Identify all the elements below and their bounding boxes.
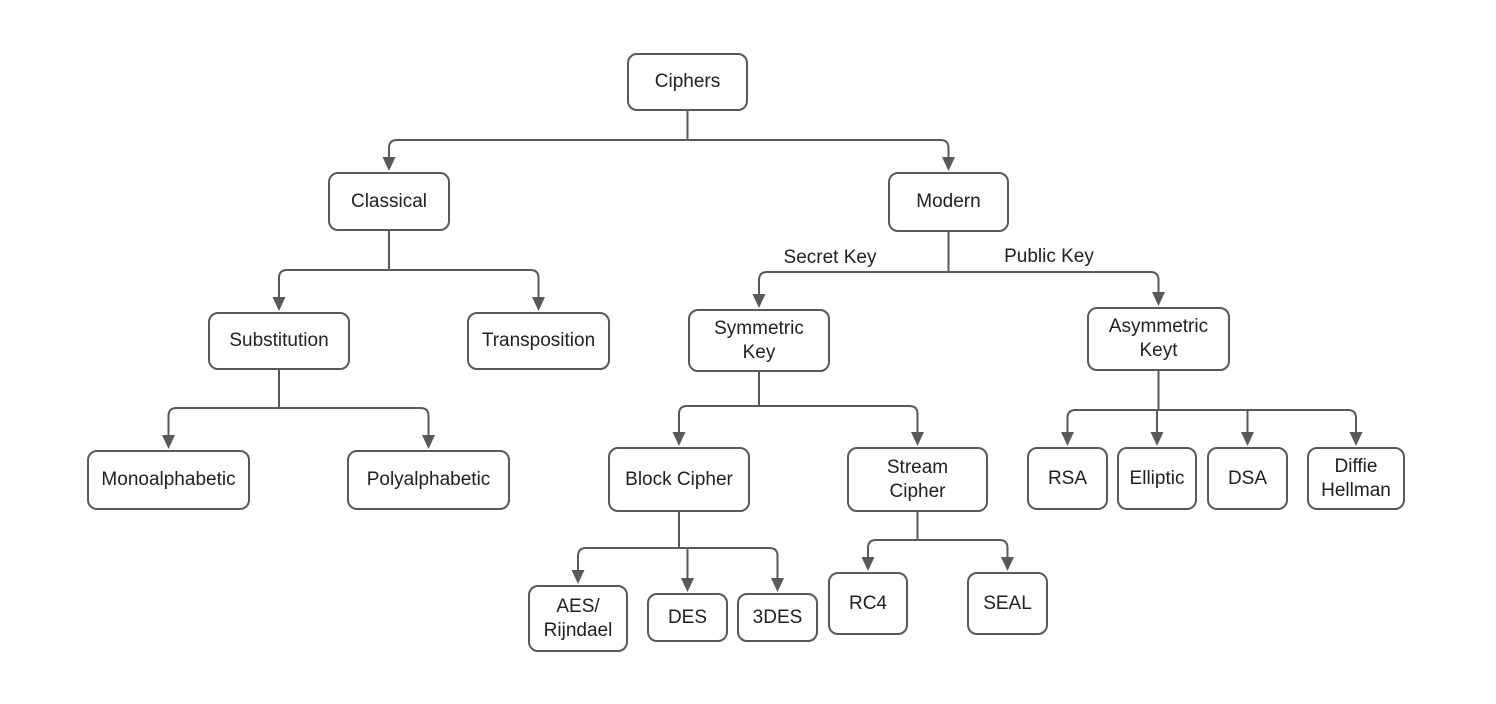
arrowhead-to-des (681, 578, 694, 592)
node-monoalphabetic-label: Monoalphabetic (101, 469, 236, 491)
node-des: DES (647, 593, 728, 642)
arrowhead-to-transposition (532, 297, 545, 311)
node-substitution: Substitution (208, 312, 350, 370)
node-substitution-label: Substitution (229, 330, 329, 352)
edge-group-block-cipher (571, 512, 784, 592)
node-monoalphabetic: Monoalphabetic (87, 450, 250, 510)
node-dsa-label: DSA (1227, 467, 1268, 489)
node-dsa: DSA (1207, 447, 1288, 510)
node-classical-label: Classical (350, 190, 428, 212)
node-modern-label: Modern (916, 191, 981, 213)
edge-lines-stream-cipher (867, 512, 1009, 559)
edge-group-symmetric-key (672, 372, 924, 446)
node-diffie-hellman: Diffie Hellman (1307, 447, 1405, 510)
node-stream-cipher: Stream Cipher (847, 447, 988, 512)
node-rc4-label: RC4 (848, 592, 887, 614)
arrowhead-to-3des (771, 578, 784, 592)
arrowhead-to-rc4 (861, 557, 875, 571)
arrowhead-to-aes-rijndael (571, 570, 585, 584)
edge-label-secret-key: Secret Key (780, 247, 880, 269)
node-rsa: RSA (1027, 447, 1108, 510)
node-asymmetric-keyt: Asymmetric Keyt (1087, 307, 1230, 371)
arrowhead-to-symmetric-key (752, 294, 766, 308)
node-modern: Modern (888, 172, 1009, 232)
edge-lines-classical (278, 231, 540, 299)
node-seal: SEAL (967, 572, 1048, 635)
arrowhead-to-dsa (1241, 432, 1254, 446)
arrowhead-to-polyalphabetic (422, 435, 435, 449)
node-ciphers: Ciphers (627, 53, 748, 111)
node-3des-label: 3DES (752, 606, 803, 628)
node-rc4: RC4 (828, 572, 908, 635)
edge-group-ciphers (382, 111, 955, 171)
arrowhead-to-modern (942, 157, 955, 171)
arrowhead-to-classical (382, 157, 396, 171)
edge-group-stream-cipher (861, 512, 1014, 571)
arrowhead-to-stream-cipher (911, 432, 924, 446)
node-ciphers-label: Ciphers (654, 71, 721, 93)
node-symmetric-key-label: Symmetric Key (714, 317, 804, 363)
node-classical: Classical (328, 172, 450, 231)
node-elliptic-label: Elliptic (1129, 467, 1185, 489)
node-symmetric-key: Symmetric Key (688, 309, 830, 372)
node-des-label: DES (667, 606, 708, 628)
node-rsa-label: RSA (1047, 467, 1088, 489)
edge-lines-symmetric-key (678, 372, 919, 434)
node-block-cipher-label: Block Cipher (625, 468, 733, 490)
node-block-cipher: Block Cipher (608, 447, 750, 512)
node-polyalphabetic-label: Polyalphabetic (366, 469, 491, 491)
edge-label-public-key: Public Key (1001, 246, 1097, 268)
node-seal-label: SEAL (983, 592, 1032, 614)
arrowhead-to-asymmetric-keyt (1152, 292, 1165, 306)
node-transposition-label: Transposition (481, 330, 596, 352)
edge-group-classical (272, 231, 545, 311)
node-aes-rijndael-label: AES/ Rijndael (543, 595, 613, 641)
edge-lines-modern (758, 232, 1160, 296)
arrowhead-to-diffie-hellman (1349, 432, 1363, 446)
edge-group-asymmetric-keyt (1061, 371, 1363, 446)
node-elliptic: Elliptic (1117, 447, 1197, 510)
edge-group-modern (752, 232, 1165, 308)
node-aes-rijndael: AES/ Rijndael (528, 585, 628, 652)
arrowhead-to-monoalphabetic (162, 435, 175, 449)
arrowhead-to-substitution (272, 297, 286, 311)
node-diffie-hellman-label: Diffie Hellman (1321, 455, 1391, 501)
edge-lines-asymmetric-keyt (1066, 371, 1357, 434)
arrowhead-to-rsa (1061, 432, 1074, 446)
edge-lines-block-cipher (577, 512, 779, 580)
edge-lines-ciphers (388, 111, 950, 159)
node-stream-cipher-label: Stream Cipher (886, 456, 949, 502)
node-asymmetric-keyt-label: Asymmetric Keyt (1108, 316, 1209, 361)
arrowhead-to-block-cipher (672, 432, 686, 446)
arrowhead-to-elliptic (1150, 432, 1164, 446)
node-transposition: Transposition (467, 312, 610, 370)
edge-group-substitution (162, 370, 435, 449)
edge-lines-substitution (167, 370, 430, 437)
node-polyalphabetic: Polyalphabetic (347, 450, 510, 510)
node-3des: 3DES (737, 593, 818, 642)
arrowhead-to-seal (1001, 557, 1014, 571)
